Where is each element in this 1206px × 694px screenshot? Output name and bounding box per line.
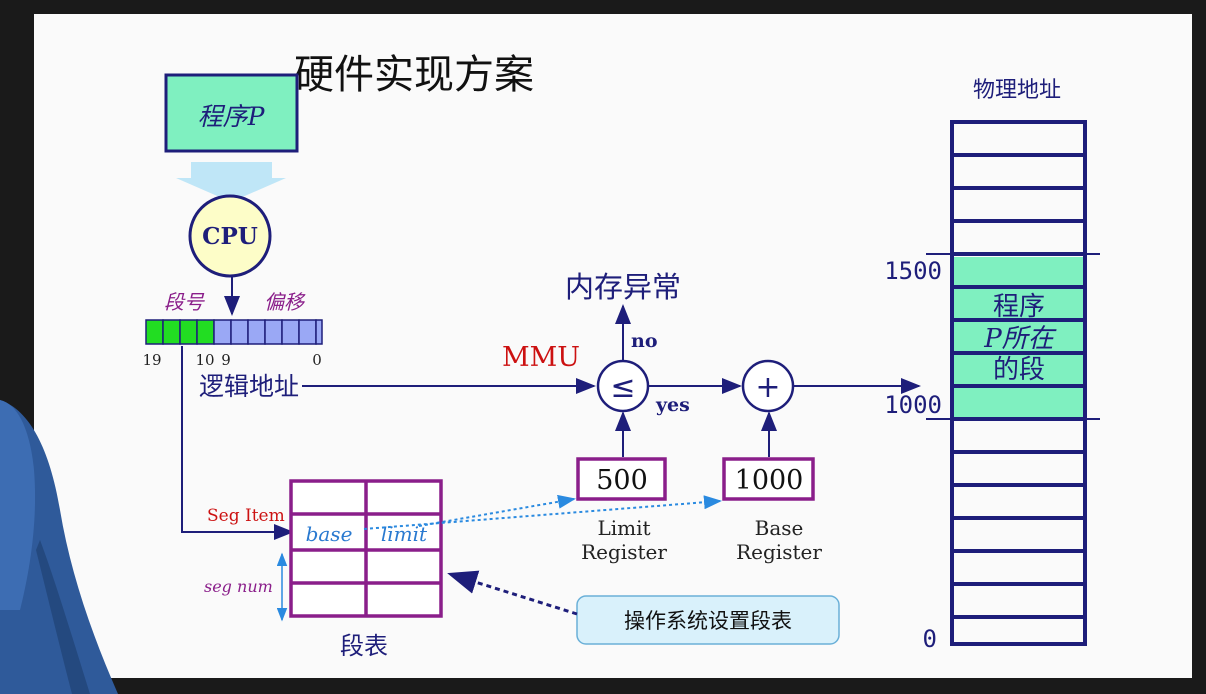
cpu-label: CPU [202, 223, 258, 250]
os-note-text: 操作系统设置段表 [624, 609, 792, 633]
seg-num-label: seg num [204, 577, 273, 596]
memory-segment-line-1: 程序 [993, 292, 1045, 322]
limit-register-box [576, 457, 667, 501]
cpu-circle [188, 194, 272, 278]
base-register-box [722, 457, 815, 501]
seg-item-label: Seg Item [207, 506, 285, 526]
mmu-label: MMU [502, 342, 580, 373]
yes-label: yes [655, 394, 690, 416]
slide: 硬件实现方案 程序P CPU 段号 偏移 19 10 9 0 逻辑地址 MMU … [34, 14, 1192, 678]
compare-symbol: ≤ [610, 370, 635, 405]
address-1500-label: 1500 [884, 257, 942, 285]
limit-register-caption-2: Register [581, 540, 667, 564]
segment-table [289, 479, 443, 618]
memory-segment-line-3: 的段 [993, 355, 1045, 385]
program-label: 程序P [198, 102, 266, 131]
os-note-arrow [447, 570, 578, 616]
segmentation-hardware-diagram: 硬件实现方案 程序P CPU 段号 偏移 19 10 9 0 逻辑地址 MMU … [142, 52, 1100, 660]
physical-memory [926, 120, 1100, 646]
table-base-cell: base [306, 522, 353, 546]
offset-label: 偏移 [264, 290, 306, 314]
address-bits [145, 319, 323, 345]
slide-title: 硬件实现方案 [294, 52, 534, 98]
no-label: no [631, 330, 658, 352]
bit-10-label: 10 [195, 351, 214, 369]
base-register-caption-2: Register [736, 540, 822, 564]
bit-9-label: 9 [221, 351, 231, 369]
presenter-silhouette [0, 400, 118, 694]
segment-index-arrow [181, 346, 294, 540]
segment-table-caption: 段表 [340, 632, 388, 660]
logical-address-caption: 逻辑地址 [199, 372, 299, 401]
limit-load-arrow [418, 494, 576, 527]
program-box [164, 73, 299, 153]
address-0-label: 0 [923, 625, 937, 653]
segment-number-label: 段号 [164, 290, 205, 314]
add-symbol: + [755, 370, 780, 405]
exception-label: 内存异常 [565, 270, 681, 304]
limit-register-value: 500 [596, 465, 648, 496]
program-to-cpu-arrow [176, 162, 286, 202]
memory-segment-line-2: P所在 [983, 324, 1056, 354]
bit-19-label: 19 [142, 351, 161, 369]
bit-0-label: 0 [312, 351, 322, 369]
physical-memory-title: 物理地址 [973, 78, 1061, 103]
base-register-caption-1: Base [755, 516, 804, 540]
base-register-value: 1000 [735, 465, 804, 496]
os-note-box [576, 595, 840, 645]
address-1000-label: 1000 [884, 391, 942, 419]
limit-register-caption-1: Limit [597, 516, 650, 540]
